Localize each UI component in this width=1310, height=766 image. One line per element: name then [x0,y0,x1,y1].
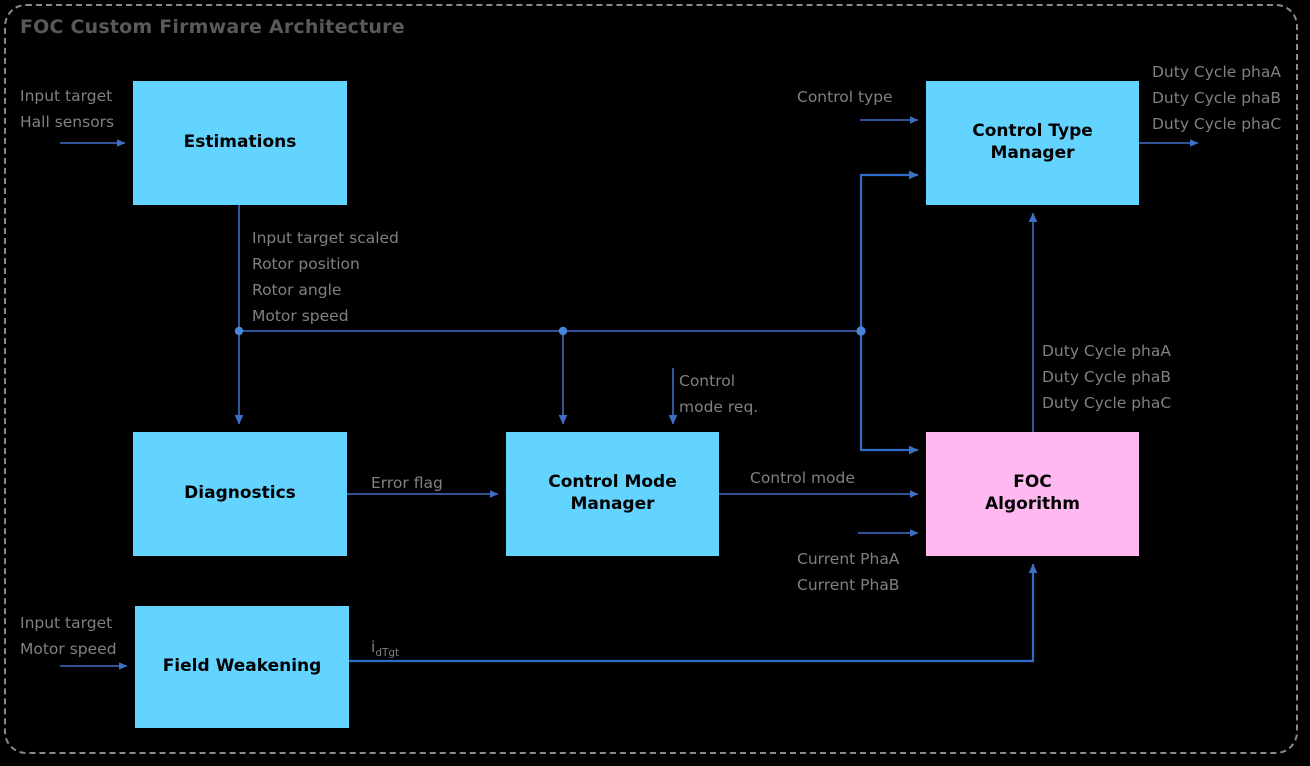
diagram-title: FOC Custom Firmware Architecture [20,16,405,38]
junction-dot-right [856,326,866,336]
wire-field-weakening-to-foc [349,563,1038,663]
junction-dot-control-mode [558,326,568,336]
wire-bus-to-control-type [859,170,919,331]
label-control-mode: Control mode [750,469,855,487]
block-estimations-label: Estimations [183,132,297,153]
label-idtgt-subscript: dTgt [375,647,400,660]
block-field-weakening[interactable]: Field Weakening [135,606,349,728]
wire-bus-to-foc [859,331,919,455]
junction-dot-estimations [234,326,244,336]
block-diagnostics[interactable]: Diagnostics [133,432,347,556]
block-diagnostics-label: Diagnostics [184,483,296,504]
label-error-flag: Error flag [371,474,443,492]
label-control-type-input: Control type [797,88,893,106]
label-idtgt: idTgt [371,634,399,663]
label-idtgt-main: i [371,638,376,656]
block-field-weakening-label: Field Weakening [162,656,322,677]
block-estimations[interactable]: Estimations [133,81,347,205]
